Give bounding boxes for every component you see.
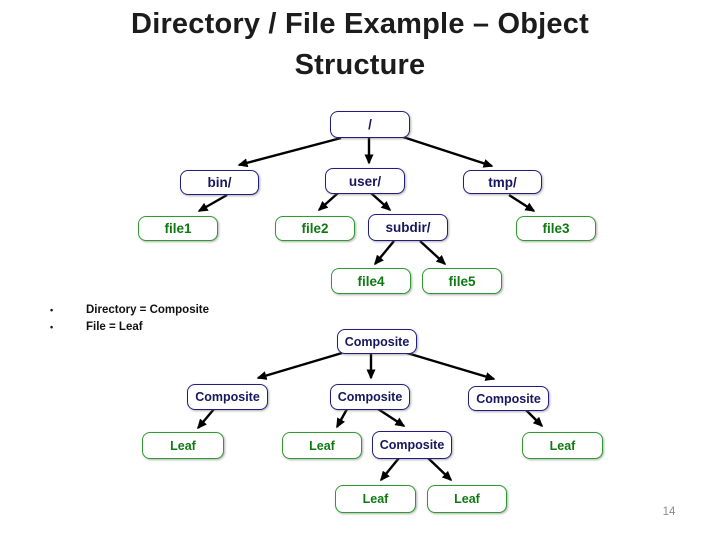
obj-node-label: Composite (476, 391, 541, 406)
slide-title-line2: Structure (294, 49, 426, 81)
arrow-comp-mid-leaf (335, 408, 349, 429)
arrow-subdir-file5 (419, 240, 447, 266)
fs-node-tmp: tmp/ (463, 170, 542, 194)
fs-node-bin-label: bin/ (207, 175, 232, 190)
fs-node-user: user/ (325, 168, 405, 194)
fs-node-root-label: / (368, 117, 372, 132)
arrow-comp-right-leaf (524, 408, 544, 428)
fs-node-file1: file1 (138, 216, 218, 241)
arrow-user-subdir (370, 192, 392, 212)
bullet-text: Directory = Composite (86, 304, 210, 316)
fs-node-root: / (330, 111, 410, 138)
obj-node-label: Leaf (549, 438, 576, 453)
obj-node-composite-left: Composite (187, 384, 268, 410)
fs-node-tmp-label: tmp/ (488, 174, 517, 190)
obj-node-label: Leaf (170, 438, 196, 453)
obj-node-composite-right: Composite (468, 386, 549, 411)
bullet-marker: • (50, 305, 54, 315)
arrow-root-bin (237, 136, 342, 168)
fs-node-file5-label: file5 (448, 273, 476, 289)
fs-node-file4-label: file4 (357, 273, 385, 289)
bullet-list: • Directory = Composite • File = Leaf (38, 302, 209, 336)
arrow-comp-root-left (256, 351, 343, 380)
bullet-text: File = Leaf (86, 321, 143, 333)
obj-node-leaf-3: Leaf (522, 432, 603, 459)
page-number: 14 (662, 506, 676, 518)
slide-title-line1: Directory / File Example – Object (131, 8, 589, 40)
obj-node-leaf-1: Leaf (142, 432, 224, 459)
arrow-root-tmp (402, 135, 494, 168)
arrow-tmp-file3 (508, 193, 536, 213)
obj-node-composite-root: Composite (337, 329, 417, 354)
obj-node-label: Composite (337, 390, 403, 404)
obj-node-label: Leaf (309, 438, 335, 453)
arrow-user-file2 (317, 192, 339, 212)
fs-node-user-label: user/ (348, 173, 382, 189)
arrow-comp-left-leaf (197, 408, 215, 430)
arrow-comp-mid-comp (377, 407, 406, 428)
fs-node-file2-label: file2 (301, 221, 329, 236)
fs-node-file1-label: file1 (164, 221, 192, 236)
fs-node-subdir: subdir/ (368, 214, 448, 241)
obj-node-composite-inner: Composite (372, 431, 452, 459)
obj-node-label: Composite (344, 334, 410, 349)
obj-node-label: Composite (195, 390, 260, 404)
obj-node-composite-mid: Composite (330, 384, 410, 410)
bullet-marker: • (50, 322, 54, 332)
fs-node-bin: bin/ (180, 170, 259, 195)
bullet-item-file: • File = Leaf (38, 319, 209, 336)
fs-node-file2: file2 (275, 216, 355, 241)
fs-node-subdir-label: subdir/ (385, 220, 431, 235)
arrow-bin-file1 (197, 193, 228, 213)
slide-title: Directory / File Example – Object Struct… (0, 4, 720, 86)
fs-node-file3-label: file3 (542, 221, 570, 236)
obj-node-label: Composite (379, 438, 445, 452)
arrow-comp-inner-leaf5 (427, 457, 453, 482)
obj-node-label: Leaf (362, 492, 389, 506)
fs-node-file4: file4 (331, 268, 411, 294)
fs-node-file3: file3 (516, 216, 596, 241)
obj-node-label: Leaf (454, 492, 480, 506)
obj-node-leaf-5: Leaf (427, 485, 507, 513)
arrow-comp-root-right (406, 351, 496, 381)
bullet-item-directory: • Directory = Composite (38, 302, 209, 319)
arrow-subdir-file4 (374, 240, 395, 266)
fs-node-file5: file5 (422, 268, 502, 294)
obj-node-leaf-4: Leaf (335, 485, 416, 513)
obj-node-leaf-2: Leaf (282, 432, 362, 459)
arrow-comp-inner-leaf4 (380, 457, 400, 482)
